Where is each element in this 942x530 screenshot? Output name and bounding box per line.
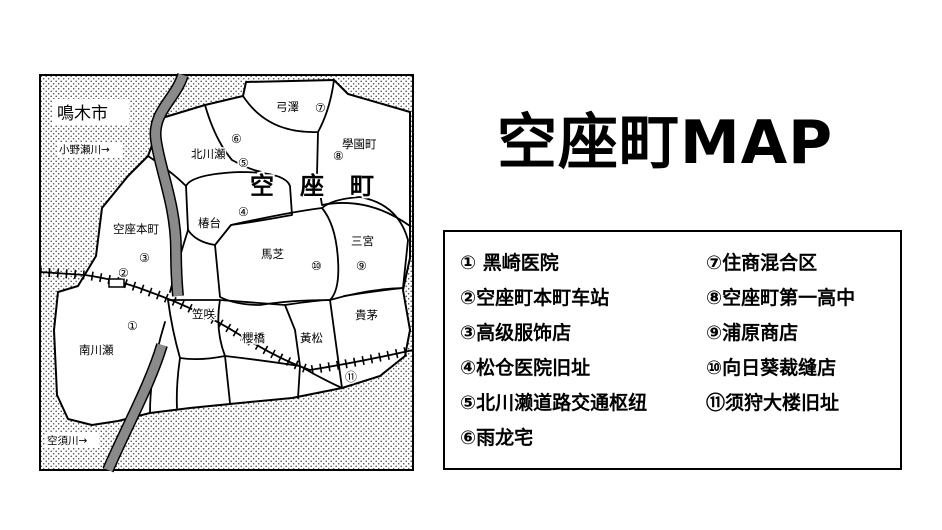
marker-3: ③ (139, 251, 150, 265)
block-sannomiya (321, 196, 409, 297)
district-tsubakidai: 椿台 (198, 216, 221, 230)
marker-1: ① (127, 319, 138, 333)
legend-item-3: ③高级服饰店 (460, 322, 572, 344)
station-box (108, 278, 125, 288)
legend-item-10: ⑩向日葵裁缝店 (706, 357, 837, 379)
district-kaya: 貴茅 (355, 308, 378, 322)
district-minamikawase: 南川瀬 (79, 343, 114, 357)
marker-4: ④ (238, 205, 249, 219)
district-gakuencho: 學園町 (342, 137, 377, 151)
legend-item-4: ④松仓医院旧址 (460, 357, 591, 379)
marker-9: ⑨ (356, 259, 367, 273)
marker-10: ⑩ (311, 259, 322, 273)
marker-7: ⑦ (315, 101, 326, 115)
river (102, 72, 189, 473)
road-kitakawase (147, 104, 263, 187)
district-kasaki: 笠咲 (192, 307, 215, 321)
river-fill-north (151, 73, 188, 297)
marker-8: ⑧ (333, 149, 344, 163)
legend-column-left: ① 黑崎医院 ②空座町本町车站 ③高级服饰店 ④松仓医院旧址 ⑤北川濑道路交通枢… (460, 246, 647, 456)
map-legend: ① 黑崎医院 ②空座町本町车站 ③高级服饰店 ④松仓医院旧址 ⑤北川濑道路交通枢… (443, 230, 902, 470)
legend-item-9: ⑨浦原商店 (706, 322, 799, 344)
road-south (175, 355, 301, 409)
district-kitakawase: 北川瀬 (191, 147, 226, 161)
legend-item-1: ① 黑崎医院 (460, 252, 559, 274)
marker-2: ② (118, 266, 129, 280)
marker-6: ⑥ (231, 132, 242, 146)
district-karakura-honcho: 空座本町 (113, 222, 159, 236)
marker-5: ⑤ (238, 156, 249, 170)
block-kaya (329, 287, 404, 389)
legend-column-right: ⑦住商混合区 ⑧空座町第一高中 ⑨浦原商店 ⑩向日葵裁缝店 ⑪须狩大楼旧址 (706, 246, 855, 421)
town-name-label: 空座町 (250, 172, 400, 200)
legend-item-2: ②空座町本町车站 (460, 287, 610, 309)
district-sannomiya: 三宮 (351, 234, 374, 248)
district-sakurabashi: 櫻橋 (242, 331, 265, 345)
railway (39, 267, 414, 375)
river-fill-south (103, 343, 167, 472)
legend-item-11: ⑪须狩大楼旧址 (706, 392, 840, 414)
river-south-label: 空須川→ (47, 434, 87, 447)
city-label-bg (53, 99, 129, 125)
block-tsubakidai (185, 171, 293, 246)
page-title: 空座町MAP (497, 108, 834, 178)
legend-item-6: ⑥雨龙宅 (460, 427, 534, 449)
city-label: 鳴木市 (57, 104, 108, 124)
river-north-label: 小野瀬川→ (59, 143, 110, 156)
railway-line (39, 271, 414, 371)
block-umashiba (214, 207, 340, 306)
marker-11: ⑪ (345, 370, 357, 384)
district-umashiba: 馬芝 (261, 247, 284, 261)
river-south-label-bg (45, 433, 99, 448)
district-yumisawa: 弓澤 (276, 100, 299, 114)
legend-item-7: ⑦住商混合区 (706, 252, 818, 274)
river-north-label-bg (57, 142, 123, 157)
legend-item-8: ⑧空座町第一高中 (706, 287, 856, 309)
legend-item-5: ⑤北川濑道路交通枢纽 (460, 392, 648, 414)
district-kimatsu: 黃松 (300, 331, 323, 345)
